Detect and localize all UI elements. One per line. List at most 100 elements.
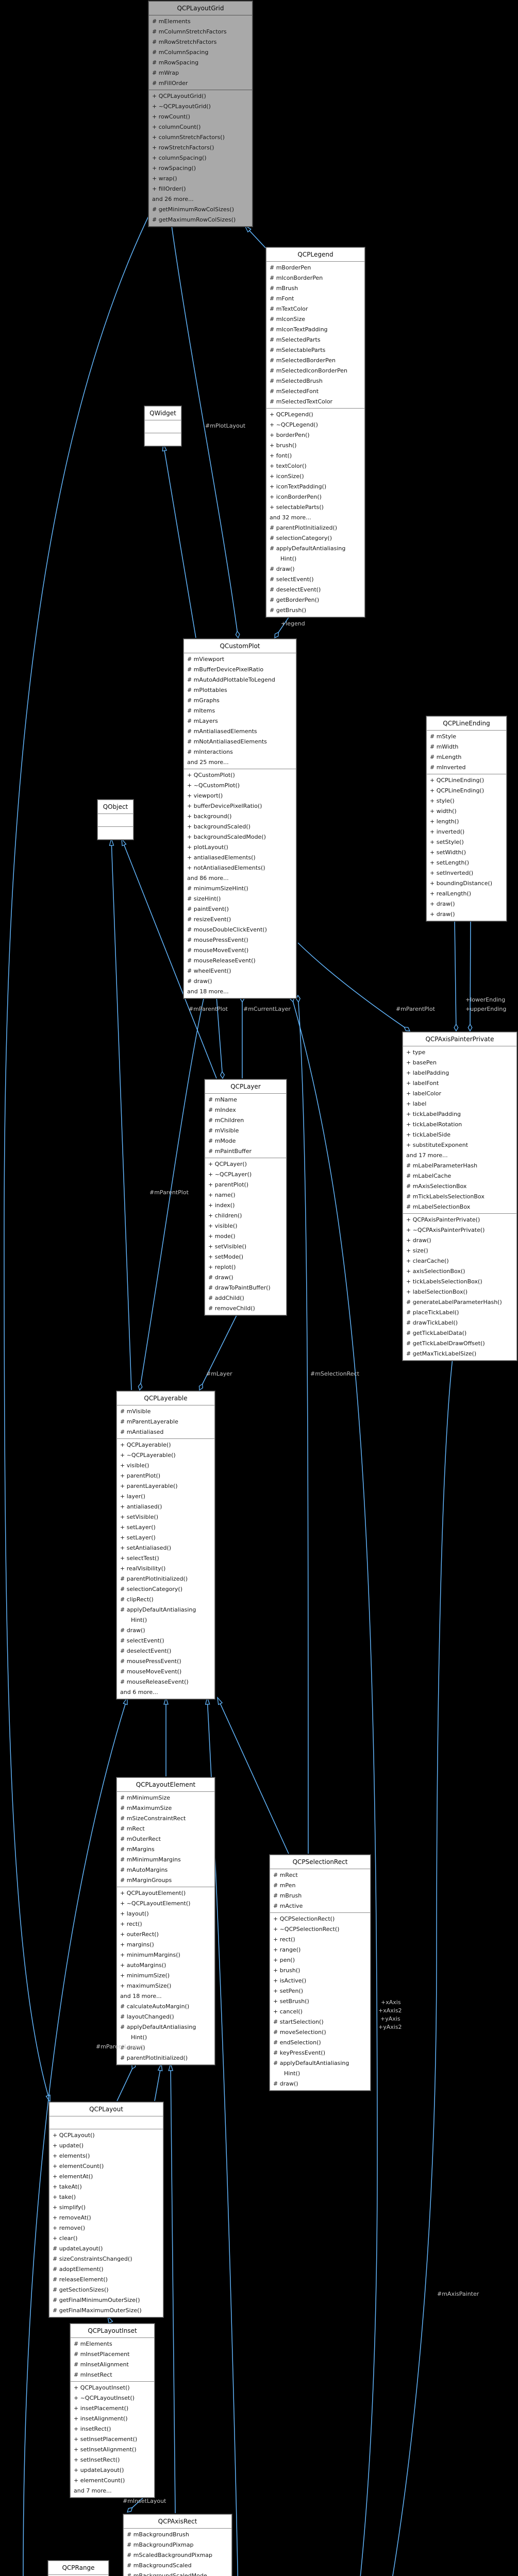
member-row: # mBackgroundPixmap (127, 2541, 194, 2548)
member-row: # mOuterRect (120, 1836, 161, 1842)
member-row: # applyDefaultAntialiasing (120, 1606, 196, 1613)
member-row: and 26 more... (152, 196, 194, 202)
member-row: + take() (53, 2194, 76, 2200)
class-compartment: + QCPLayoutElement()+ ~QCPLayoutElement(… (117, 1887, 214, 2064)
member-row: # getBorderPen() (270, 597, 320, 603)
member-row: # parentPlotInitialized() (270, 524, 338, 531)
member-row: + outerRect() (120, 1931, 159, 1938)
edge-aggregate-legend (274, 615, 291, 639)
class-title-QCPAxisPainterPrivate[interactable]: QCPAxisPainterPrivate (425, 1036, 494, 1043)
member-row: # mIconTextPadding (270, 326, 328, 333)
member-row: and 25 more... (187, 759, 229, 766)
class-box-QCPLayout[interactable]: QCPLayout + QCPLayout()+ update()+ elemen… (49, 2102, 163, 2317)
edge-inherit-QCPGrid-QCPLayerable (23, 1698, 128, 2576)
member-row: # mIconBorderPen (270, 275, 323, 281)
member-row: + setWidth() (430, 849, 466, 856)
member-row: + update() (53, 2142, 84, 2149)
class-title-QWidget[interactable]: QWidget (149, 410, 176, 417)
class-box-QCPLayer[interactable]: QCPLayer# mName# mIndex# mChildren# mVis… (205, 1079, 287, 1315)
member-row: + draw() (406, 1237, 431, 1244)
member-row: + draw() (430, 911, 455, 918)
class-title-QCPLayer[interactable]: QCPLayer (230, 1083, 261, 1090)
class-title-QCPLayoutGrid[interactable]: QCPLayoutGrid (177, 5, 224, 12)
member-row: # mRect (273, 1872, 298, 1878)
class-box-QCPLayoutGrid[interactable]: QCPLayoutGrid # mElements# mColumnStretch… (148, 1, 253, 227)
class-box-QCustomPlot[interactable]: QCustomPlot# mViewport# mBufferDevicePix… (183, 639, 296, 998)
member-row: # mFont (270, 295, 294, 302)
class-title-QCPRange[interactable]: QCPRange (62, 2564, 95, 2571)
class-compartment: + QCPLayoutGrid()+ ~QCPLayoutGrid()+ row… (149, 90, 252, 226)
member-row: # addChild() (208, 1295, 244, 1301)
member-row: # mInsetRect (74, 2371, 112, 2378)
member-row: # getTickLabelData() (406, 1330, 467, 1336)
class-title-QCPSelectionRect[interactable]: QCPSelectionRect (292, 1858, 348, 1866)
member-row: and 32 more... (270, 514, 311, 521)
member-row: # updateLayout() (53, 2245, 103, 2252)
member-row: + draw() (430, 901, 455, 907)
class-title-QCustomPlot[interactable]: QCustomPlot (220, 642, 260, 650)
member-row: + antialiasedElements() (187, 854, 256, 861)
class-box-QCPAxisPainterPrivate[interactable]: QCPAxisPainterPrivate+ type+ basePen+ la… (403, 1032, 517, 1361)
member-row: # draw() (273, 2080, 298, 2087)
member-row: + basePen (406, 1059, 437, 1066)
class-box-QCPLayoutInset[interactable]: QCPLayoutInset # mElements# mInsetPlaceme… (70, 2324, 155, 2498)
member-row: # mBufferDevicePixelRatio (187, 666, 264, 673)
class-title-QCPLayoutInset[interactable]: QCPLayoutInset (88, 2327, 137, 2334)
member-row: + ~QCPLayoutElement() (120, 1900, 191, 1907)
member-row: + ~QCPLayoutGrid() (152, 103, 211, 110)
member-row: # mousePressEvent() (187, 937, 248, 943)
member-row: + parentPlot() (120, 1472, 161, 1479)
member-row: # mColumnSpacing (152, 49, 209, 56)
class-compartment: + QCustomPlot()+ ~QCustomPlot()+ viewpor… (184, 769, 296, 998)
member-row (145, 421, 181, 432)
class-compartment: + QCPLayout()+ update()+ elements()+ ele… (49, 2129, 163, 2317)
class-title-QCPLineEnding[interactable]: QCPLineEnding (443, 720, 490, 727)
class-title-QCPLegend[interactable]: QCPLegend (297, 251, 333, 258)
class-title-QCPLayout[interactable]: QCPLayout (89, 2106, 123, 2113)
member-row: # mAutoMargins (120, 1867, 168, 1873)
member-row: + takeAt() (53, 2183, 82, 2190)
member-row: + setInsetAlignment() (74, 2446, 137, 2453)
member-row: # mVisible (208, 1127, 239, 1134)
member-row: + iconTextPadding() (270, 483, 327, 490)
class-compartment: + QCPAxisPainterPrivate()+ ~QCPAxisPaint… (403, 1213, 516, 1360)
class-box-QCPSelectionRect[interactable]: QCPSelectionRect# mRect# mPen# mBrush# m… (270, 1855, 371, 2091)
edge-inherit-QCPLegend-QCPLayoutGrid (245, 226, 266, 249)
member-row: # getFinalMinimumOuterSize() (53, 2297, 140, 2303)
class-box-QCPLayoutElement[interactable]: QCPLayoutElement # mMinimumSize# mMaximum… (116, 1777, 215, 2065)
member-row: + setLayer() (120, 1524, 156, 1531)
class-box-QCPLayerable[interactable]: QCPLayerable# mVisible# mParentLayerable… (116, 1391, 215, 1699)
member-row: + viewport() (187, 792, 223, 799)
class-box-QWidget[interactable]: QWidget (144, 406, 181, 446)
class-title-QCPLayerable[interactable]: QCPLayerable (144, 1395, 188, 1402)
member-row: + labelPadding (406, 1070, 449, 1076)
member-row: # adoptElement() (53, 2266, 104, 2273)
class-box-QCPLineEnding[interactable]: QCPLineEnding# mStyle# mWidth# mLength# … (426, 716, 507, 921)
edge-aggregate-mAxisPainter (392, 1358, 453, 2576)
class-box-QObject[interactable]: QObject (97, 800, 133, 840)
class-title-QObject[interactable]: QObject (103, 803, 128, 810)
member-row: # mLabelCache (406, 1173, 452, 1179)
class-compartment: # mElements# mColumnStretchFactors# mRow… (149, 15, 252, 90)
class-compartment: # mElements# mInsetPlacement# mInsetAlig… (71, 2337, 154, 2381)
edge-aggregate-mParentPlot-axispainter (297, 942, 411, 1031)
class-box-QCPRange[interactable]: QCPRange+ lower+ upper+ minRange+ maxRan… (48, 2561, 109, 2576)
member-row: # drawTickLabel() (406, 1319, 458, 1326)
class-box-QCPLegend[interactable]: QCPLegend# mBorderPen# mIconBorderPen# m… (266, 247, 365, 617)
class-title-QCPLayoutElement[interactable]: QCPLayoutElement (136, 1781, 196, 1788)
member-row: # deselectEvent() (120, 1648, 172, 1654)
member-row: # mColumnStretchFactors (152, 28, 227, 35)
class-compartment: + QCPLayer()+ ~QCPLayer()+ parentPlot()+… (205, 1158, 286, 1315)
member-row: # mMaximumSize (120, 1805, 172, 1811)
member-row: # getSectionSizes() (53, 2286, 109, 2293)
class-compartment: # mMinimumSize# mMaximumSize# mSizeConst… (117, 1791, 214, 1887)
edge-aggregate-mSelectionRect (295, 994, 309, 1854)
member-row: + QCPLayerable() (120, 1442, 171, 1448)
member-row: + mode() (208, 1233, 236, 1240)
member-row: # mActive (273, 1903, 303, 1909)
member-row: # mLabelParameterHash (406, 1162, 478, 1169)
member-row: Hint() (277, 555, 297, 562)
member-row: + ~QCustomPlot() (187, 782, 240, 789)
class-title-QCPAxisRect[interactable]: QCPAxisRect (158, 2518, 197, 2525)
class-box-QCPAxisRect[interactable]: QCPAxisRect# mBackgroundBrush# mBackgrou… (123, 2514, 232, 2576)
